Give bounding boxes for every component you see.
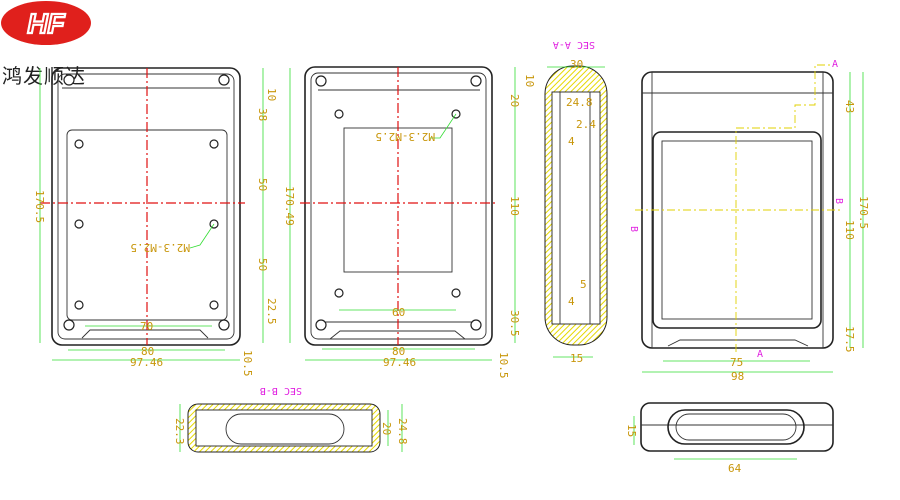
marker-b-left: B [628, 226, 639, 232]
marker-b-right: B [833, 198, 844, 204]
bottom-view: 15 64 [625, 402, 834, 475]
section-a-a: SEC A-A 30 24.8 2.4 4 5 4 15 [544, 39, 608, 365]
dim-80: 80 [392, 345, 405, 358]
dim-17-5: 17.5 [843, 326, 856, 353]
dim-22-3: 22.3 [173, 418, 186, 445]
dim-4a: 4 [568, 135, 575, 148]
marker-a-top: A [832, 59, 838, 70]
dim-75: 75 [730, 356, 743, 369]
dim-10: 10 [265, 88, 278, 101]
dim-30-5: 30.5 [508, 310, 521, 337]
dim-110: 110 [843, 220, 856, 240]
back-lid-view: 170.5 10 38 50 50 22.5 70 80 97.46 10.5 … [33, 67, 291, 377]
dim-10-5: 10.5 [497, 352, 510, 379]
dim-2-4: 2.4 [576, 118, 596, 131]
dim-24-8: 24.8 [396, 418, 409, 445]
dim-97-46: 97.46 [130, 356, 163, 369]
dim-50a: 50 [256, 178, 269, 191]
dim-170-5: 170.5 [857, 196, 870, 229]
screw-holes [315, 75, 482, 331]
dim-170-49: 170.49 [283, 186, 296, 226]
dim-38: 38 [256, 108, 269, 121]
screw-holes [63, 74, 230, 331]
dim-22-5: 22.5 [265, 298, 278, 325]
section-a-a-title: SEC A-A [553, 39, 595, 50]
svg-text:HF: HF [27, 8, 65, 39]
section-b-b-title: SEC B-B [260, 385, 302, 396]
dim-70: 70 [140, 320, 153, 333]
hf-logo: HF [1, 1, 91, 45]
dim-80: 80 [141, 345, 154, 358]
dim-30: 30 [570, 58, 583, 71]
dim-110: 110 [508, 196, 521, 216]
dim-60: 60 [392, 306, 405, 319]
dim-50b: 50 [256, 258, 269, 271]
dim-15: 15 [570, 352, 583, 365]
dim-20: 20 [508, 94, 521, 107]
inner-view: 170.49 10 20 110 30.5 60 80 97.46 10.5 M… [283, 66, 536, 379]
dim-24-8: 24.8 [566, 96, 593, 109]
dim-height-left: 170.5 [33, 190, 46, 223]
dim-10: 10 [523, 74, 536, 87]
dim-20: 20 [380, 422, 393, 435]
front-view: A A B B 43 110 17.5 170.5 75 98 [628, 59, 870, 383]
section-b-b: SEC B-B 22.3 20 24.8 [173, 385, 409, 453]
dim-97-46: 97.46 [383, 356, 416, 369]
dim-64: 64 [728, 462, 742, 475]
dim-15: 15 [625, 424, 638, 437]
marker-a-bottom: A [757, 349, 763, 360]
dim-98: 98 [731, 370, 744, 383]
callout-screw: M2.3-M2.5 [375, 130, 435, 143]
dim-43: 43 [843, 100, 856, 113]
dim-5: 5 [580, 278, 587, 291]
dim-4b: 4 [568, 295, 575, 308]
dim-10-5: 10.5 [241, 350, 254, 377]
callout-screw: M2.3-M2.5 [130, 241, 190, 254]
